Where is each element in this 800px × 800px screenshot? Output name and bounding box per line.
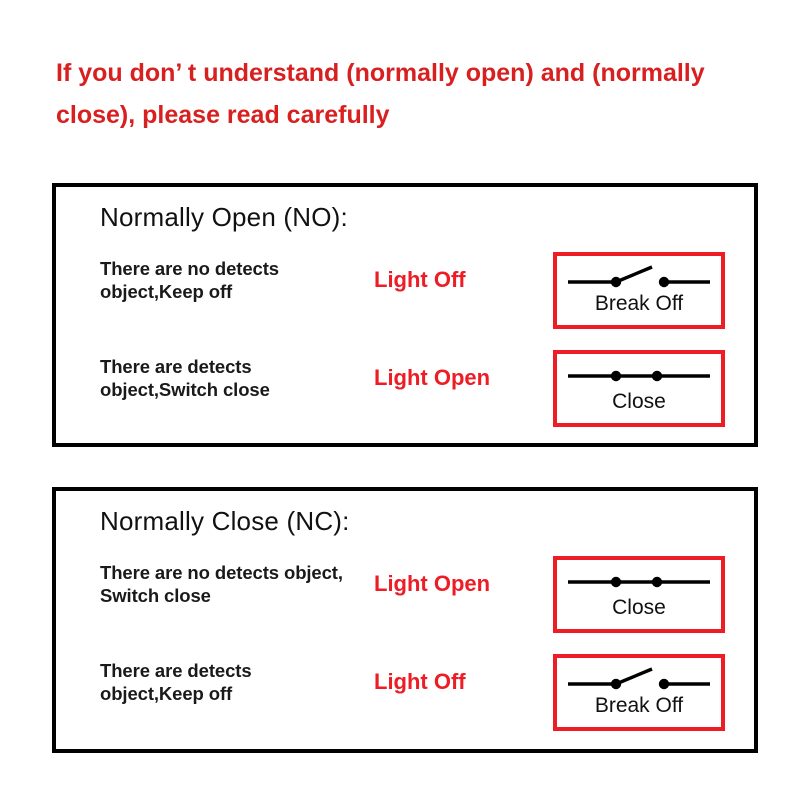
switch-closed-icon [568,576,710,588]
row-description: There are no detects object,Keep off [100,258,279,302]
section-title-normally-open: Normally Open (NO): [100,202,348,232]
table-row: There are detects object,Switch close Li… [56,347,754,439]
row-description: There are detects object,Switch close [100,356,270,400]
row-lamp-state: Light Open [374,365,491,390]
switch-symbol-label: Close [612,390,666,413]
section-normally-open: Normally Open (NO): There are no detects… [52,183,758,447]
table-row: There are no detects object,Keep off Lig… [56,249,754,341]
switch-symbol-card: Close [553,350,725,427]
row-lamp-state: Light Off [374,669,466,694]
switch-symbol-label: Break Off [594,694,684,717]
table-row: There are detects object,Keep off Light … [56,651,754,743]
section-normally-close: Normally Close (NC): There are no detect… [52,487,758,753]
switch-symbol-card: Close [553,556,725,633]
table-row: There are no detects object, Switch clos… [56,553,754,645]
row-lamp-state: Light Off [374,267,466,292]
section-title-normally-close: Normally Close (NC): [100,506,350,536]
row-description: There are detects object,Keep off [100,660,252,704]
row-lamp-state: Light Open [374,571,491,596]
switch-open-icon [568,265,710,288]
switch-symbol-card: Break Off [553,252,725,329]
switch-symbol-label: Break Off [594,292,684,315]
row-description: There are no detects object, Switch clos… [100,562,343,606]
switch-closed-icon [568,370,710,382]
switch-symbol-label: Close [612,596,666,619]
switch-symbol-card: Break Off [553,654,725,731]
page-heading: If you don’ t understand (normally open)… [56,59,705,129]
switch-open-icon [568,667,710,690]
